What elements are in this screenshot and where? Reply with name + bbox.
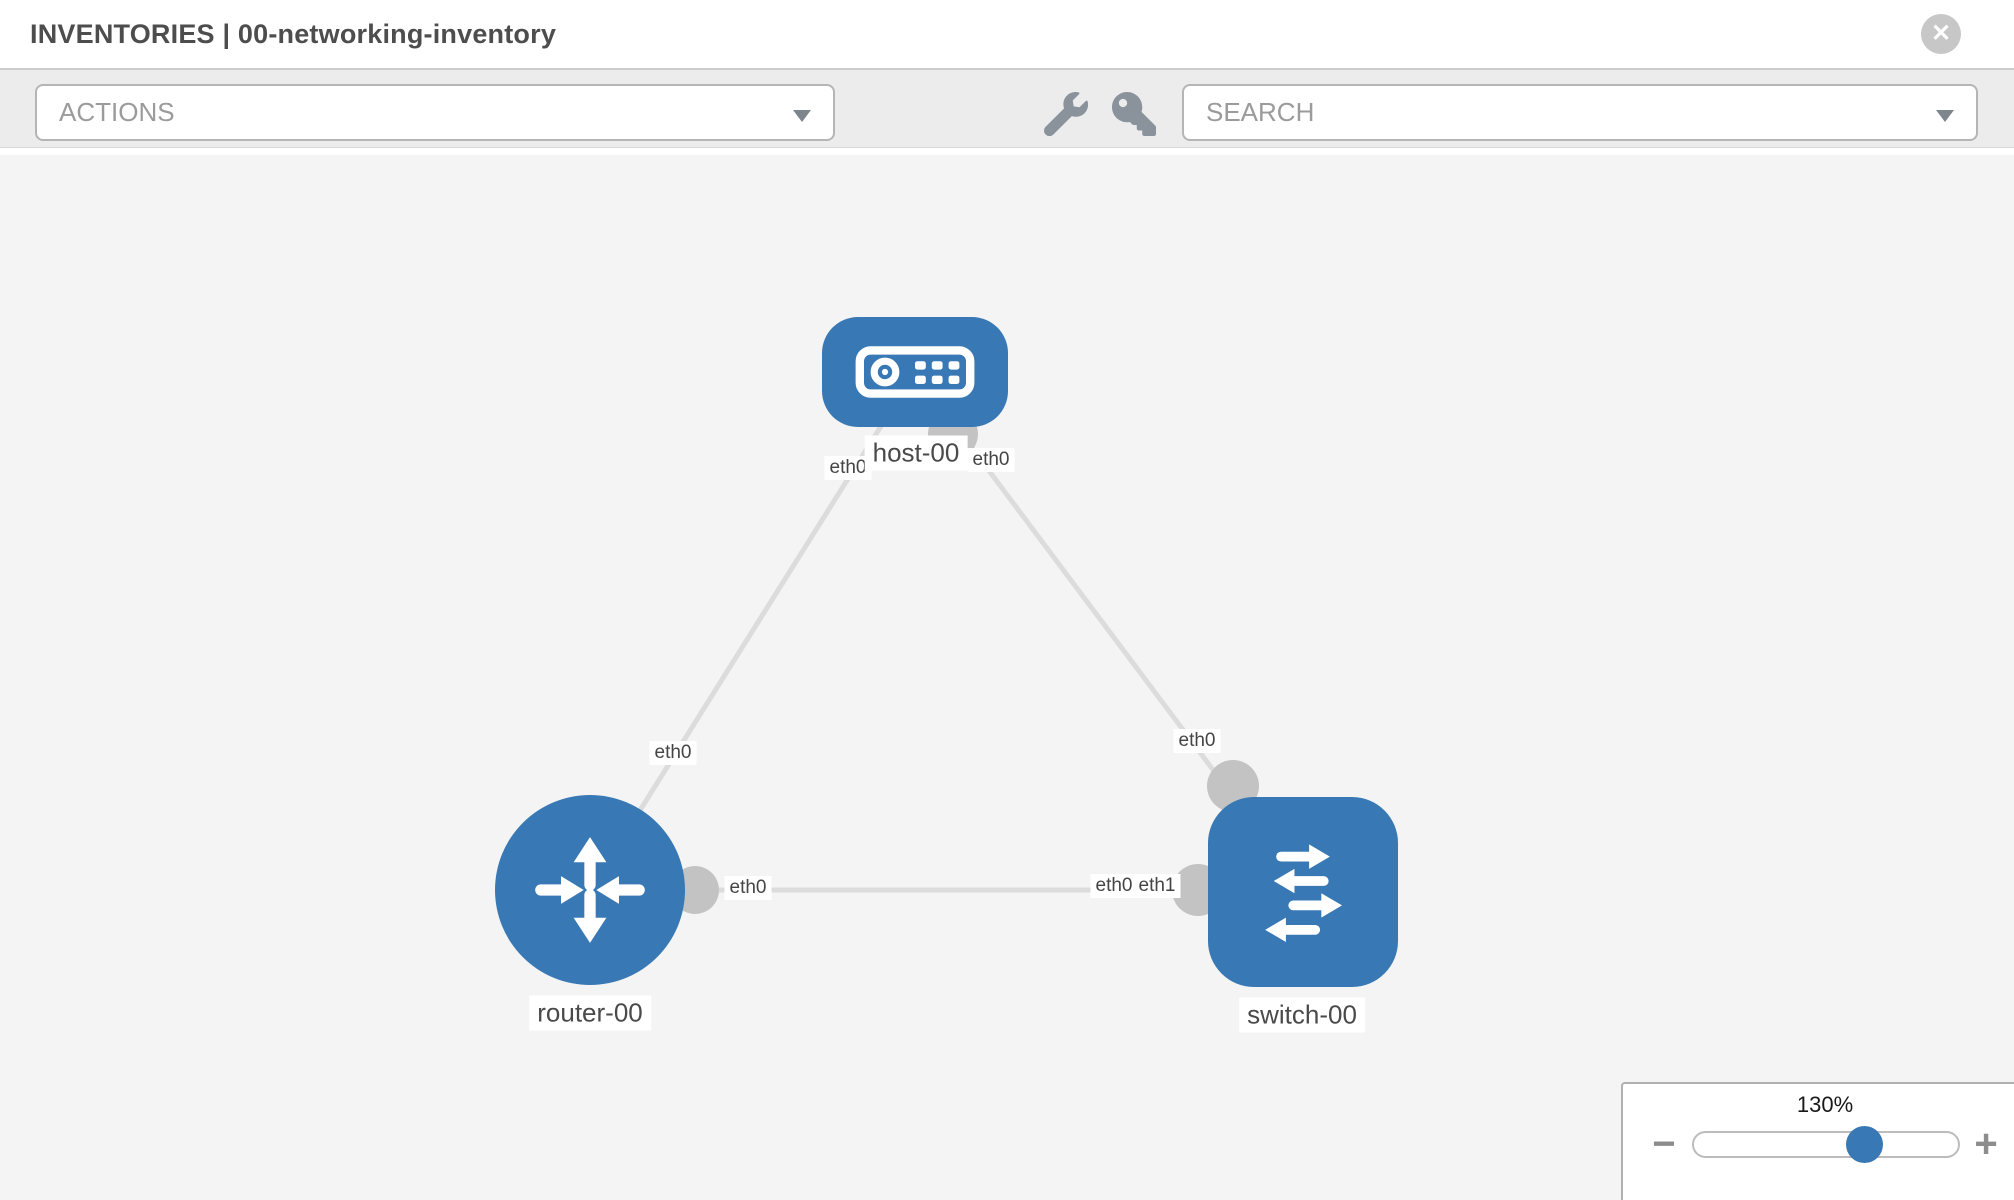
iface-label: eth0 bbox=[724, 876, 772, 900]
switch-icon bbox=[1265, 844, 1343, 943]
node-switch-00[interactable] bbox=[1208, 797, 1398, 987]
iface-label: eth0 bbox=[1173, 729, 1221, 753]
search-dropdown[interactable] bbox=[1182, 84, 1978, 141]
header: INVENTORIES | 00-networking-inventory ✕ bbox=[0, 0, 2014, 70]
iface-label: eth0 bbox=[1090, 874, 1138, 898]
minus-icon: − bbox=[1652, 1122, 1676, 1166]
node-host-00[interactable] bbox=[822, 317, 1008, 427]
node-label-host: host-00 bbox=[864, 435, 968, 471]
close-glyph: ✕ bbox=[1930, 20, 1952, 47]
zoom-slider-track[interactable] bbox=[1692, 1131, 1960, 1158]
links-layer bbox=[587, 370, 1306, 916]
plus-icon: + bbox=[1974, 1122, 1998, 1166]
zoom-panel: 130% − + bbox=[1621, 1082, 2014, 1200]
chevron-down-icon bbox=[1936, 110, 1954, 122]
node-label-switch: switch-00 bbox=[1239, 997, 1365, 1033]
iface-label: eth0 bbox=[824, 456, 872, 480]
router-icon bbox=[535, 837, 645, 943]
key-icon bbox=[1112, 92, 1156, 136]
host-icon bbox=[855, 346, 975, 398]
node-label-router: router-00 bbox=[529, 995, 651, 1031]
zoom-level: 130% bbox=[1796, 1092, 1854, 1117]
actions-dropdown[interactable]: ACTIONS bbox=[35, 84, 835, 141]
page-title: INVENTORIES | 00-networking-inventory bbox=[30, 19, 557, 49]
key-button[interactable] bbox=[1112, 92, 1156, 136]
node-router-00[interactable] bbox=[495, 795, 685, 985]
close-icon[interactable]: ✕ bbox=[1921, 14, 1961, 54]
chevron-down-icon bbox=[793, 110, 811, 122]
toolbar: ACTIONS bbox=[0, 70, 2014, 148]
search-input[interactable] bbox=[1184, 86, 1976, 139]
iface-label: eth0 bbox=[649, 741, 697, 765]
wrench-button[interactable] bbox=[1044, 92, 1089, 137]
wrench-icon bbox=[1044, 92, 1089, 137]
iface-label: eth0 bbox=[967, 448, 1015, 472]
topology-canvas[interactable]: eth0 eth0 eth0 eth0 eth0 eth0 eth1 host-… bbox=[0, 155, 2014, 1200]
actions-dropdown-label: ACTIONS bbox=[59, 97, 175, 127]
zoom-in-button[interactable]: + bbox=[1974, 1124, 1997, 1164]
zoom-out-button[interactable]: − bbox=[1652, 1124, 1675, 1164]
iface-label: eth1 bbox=[1133, 874, 1181, 898]
zoom-slider-thumb[interactable] bbox=[1846, 1126, 1883, 1163]
